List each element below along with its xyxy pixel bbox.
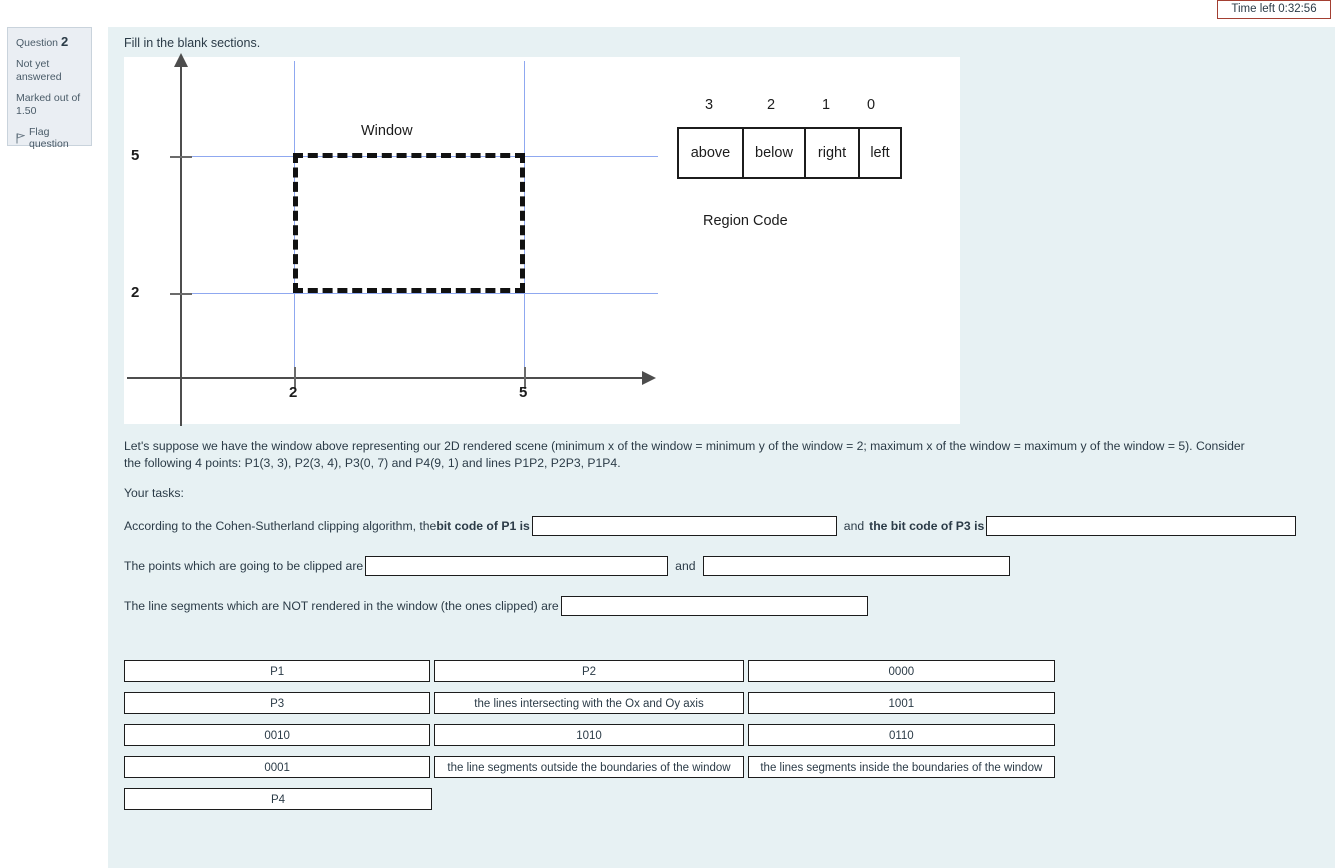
- answer-option[interactable]: 1001: [747, 691, 1055, 714]
- region-code-caption: Region Code: [703, 213, 788, 229]
- flag-question-link[interactable]: Flag question: [16, 126, 83, 150]
- region-code-table: above below right left: [677, 127, 902, 179]
- clipping-window-rect: [293, 153, 525, 293]
- x-axis: [127, 377, 647, 379]
- marked-out-of-label: Marked out of: [16, 92, 81, 104]
- region-code-cell-below: below: [744, 129, 806, 177]
- blank-line-2: The points which are going to be clipped…: [124, 555, 1335, 576]
- answer-option[interactable]: P4: [124, 787, 432, 810]
- x-tick-label-5: 5: [519, 384, 528, 401]
- dropzone-clipped-segments[interactable]: [560, 595, 868, 616]
- question-status: Not yet answered: [16, 58, 62, 83]
- x-tick-label-2: 2: [289, 384, 298, 401]
- scenario-paragraph: Let's suppose we have the window above r…: [124, 439, 1245, 470]
- answer-option[interactable]: 0110: [747, 723, 1055, 746]
- blank-1-separator: and: [843, 518, 865, 533]
- y-tick-2: [170, 293, 192, 295]
- answer-option[interactable]: 0000: [747, 659, 1055, 682]
- answer-option[interactable]: 0001: [124, 755, 431, 778]
- answer-option[interactable]: the lines segments inside the boundaries…: [747, 755, 1055, 778]
- answer-bank-row: P1 P2 0000: [124, 659, 1059, 682]
- answer-option[interactable]: the lines intersecting with the Ox and O…: [434, 691, 744, 714]
- answer-bank: P1 P2 0000 P3 the lines intersecting wit…: [124, 659, 1059, 810]
- flag-question-label: Flag question: [29, 126, 69, 150]
- marked-out-of-value: 1.50: [16, 105, 37, 117]
- blank-3-prefix: The line segments which are NOT rendered…: [124, 598, 559, 613]
- question-info-box: Question 2 Not yet answered Marked out o…: [7, 27, 92, 150]
- answer-option[interactable]: 0010: [124, 723, 431, 746]
- tasks-label: Your tasks:: [124, 486, 184, 500]
- question-number: 2: [60, 34, 69, 49]
- dropzone-clipped-point-1[interactable]: [365, 555, 669, 576]
- blank-2-separator: and: [675, 558, 696, 573]
- y-axis-arrow-icon: [174, 53, 188, 67]
- x-tick-5: [524, 367, 526, 389]
- blank-1-prefix: According to the Cohen-Sutherland clippi…: [124, 518, 437, 533]
- x-axis-arrow-icon: [642, 371, 656, 385]
- marked-out-of: Marked out of 1.50: [16, 92, 83, 118]
- region-code-cell-left: left: [870, 145, 890, 161]
- answer-option[interactable]: the line segments outside the boundaries…: [434, 755, 744, 778]
- question-content-panel: Fill in the blank sections. 5 2 2 5: [108, 27, 1335, 868]
- guideline-y2: [184, 293, 658, 294]
- blank-line-3: The line segments which are NOT rendered…: [124, 595, 1335, 616]
- time-left-indicator: Time left 0:32:56: [1217, 0, 1331, 19]
- dropzone-bit-code-p3[interactable]: [986, 515, 1297, 536]
- answer-bank-row: 0001 the line segments outside the bound…: [124, 755, 1059, 778]
- blank-line-1: According to the Cohen-Sutherland clippi…: [124, 515, 1335, 536]
- region-code-bit-2: 2: [766, 97, 776, 113]
- answer-option[interactable]: P2: [434, 659, 744, 682]
- answer-option[interactable]: P3: [124, 691, 431, 714]
- region-code-bit-3: 3: [704, 97, 714, 113]
- answer-option[interactable]: P1: [124, 659, 431, 682]
- region-code-cell-above: above: [679, 129, 744, 177]
- question-word: Question: [16, 37, 59, 49]
- question-number-row: Question 2: [16, 35, 83, 50]
- dropzone-clipped-point-2[interactable]: [702, 555, 1010, 576]
- y-tick-label-2: 2: [131, 284, 140, 301]
- blank-1-bold-prefix: bit code of P1 is: [436, 518, 530, 533]
- blank-2-prefix: The points which are going to be clipped…: [124, 558, 364, 573]
- dropzone-bit-code-p1[interactable]: [531, 515, 837, 536]
- blank-1-bold-middle: the bit code of P3 is: [869, 518, 985, 533]
- x-tick-2: [294, 367, 296, 389]
- timer-bar: Time left 0:32:56: [0, 0, 1335, 19]
- y-tick-5: [170, 156, 192, 158]
- window-label: Window: [361, 123, 413, 139]
- region-code-diagram: 3 2 1 0 above below right left Region Co…: [677, 97, 907, 229]
- flag-icon: [16, 132, 26, 144]
- region-code-bit-labels: 3 2 1 0: [677, 97, 907, 121]
- region-code-bit-0: 0: [866, 97, 876, 113]
- answer-bank-row: P4: [124, 787, 1059, 810]
- y-axis: [180, 61, 182, 426]
- region-code-cell-right: right: [806, 129, 860, 177]
- region-code-bit-1: 1: [821, 97, 831, 113]
- answer-option[interactable]: 1010: [434, 723, 744, 746]
- question-prose: Let's suppose we have the window above r…: [124, 438, 1264, 502]
- answer-bank-row: P3 the lines intersecting with the Ox an…: [124, 691, 1059, 714]
- y-tick-label-5: 5: [131, 147, 140, 164]
- instruction-text: Fill in the blank sections.: [124, 36, 261, 50]
- answer-bank-row: 0010 1010 0110: [124, 723, 1059, 746]
- clipping-window-figure: 5 2 2 5 Window 3 2 1 0 above below right: [124, 53, 960, 426]
